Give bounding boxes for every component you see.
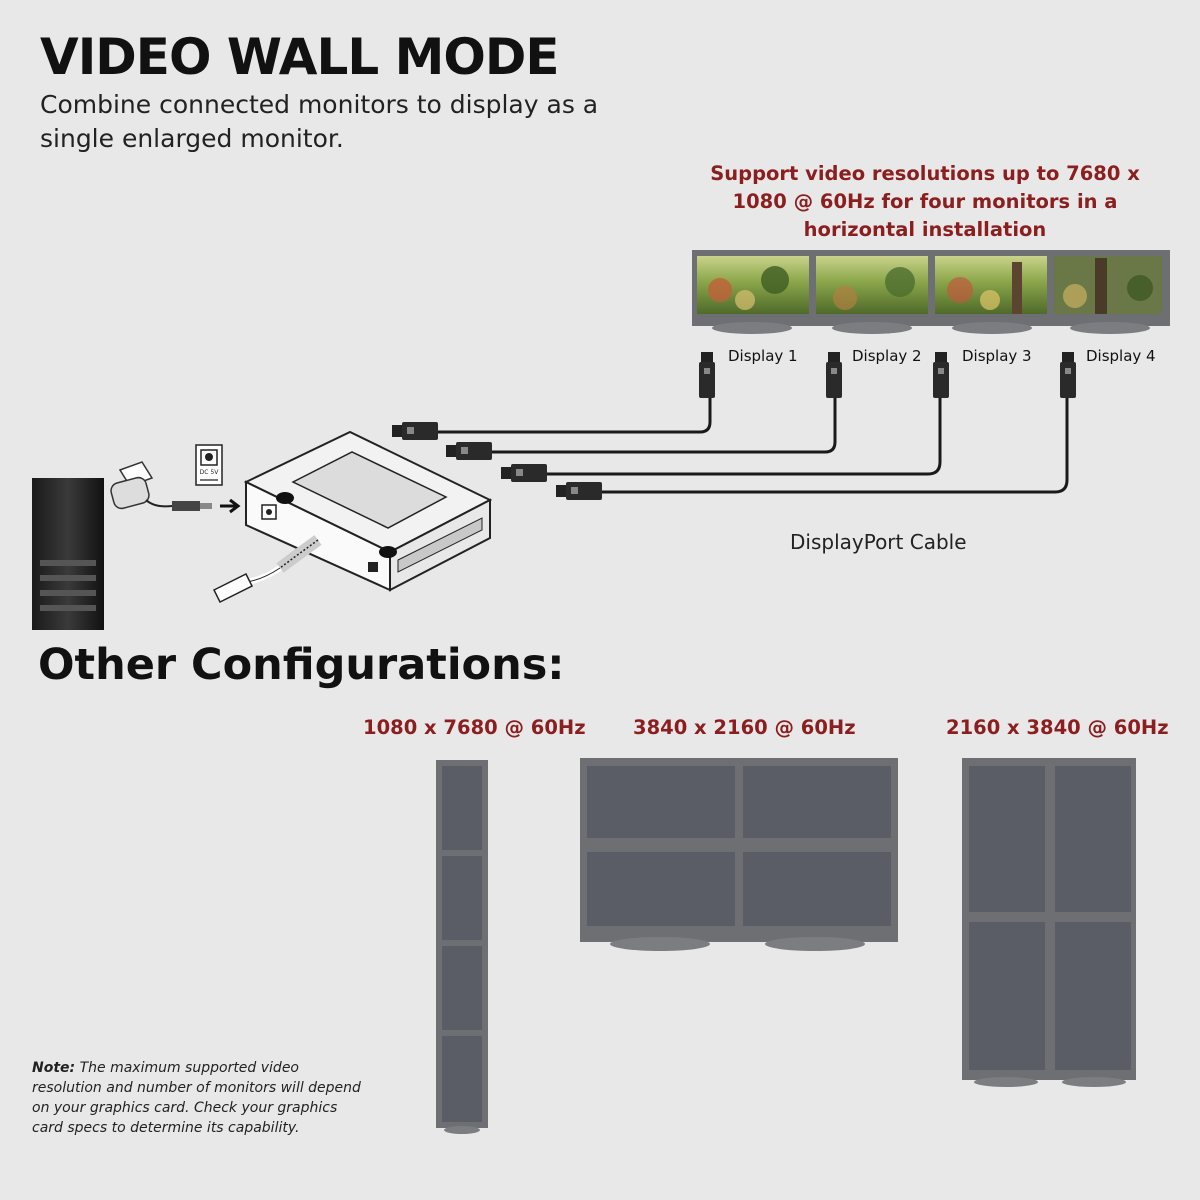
monitor-stands xyxy=(712,322,1150,334)
note-lead: Note: xyxy=(32,1060,76,1076)
monitor-2 xyxy=(816,256,928,314)
other-configurations-title: Other Configurations: xyxy=(38,640,565,690)
config-label-2x2: 3840 x 2160 @ 60Hz xyxy=(633,716,856,739)
dc-port-symbol-icon: DC 5V xyxy=(195,444,223,486)
video-wall-controller xyxy=(243,430,493,592)
display-1-connector xyxy=(699,352,715,398)
cable-2-plug xyxy=(446,442,492,460)
cable-label: DisplayPort Cable xyxy=(790,530,967,554)
display-3-connector xyxy=(933,352,949,398)
display-4-label: Display 4 xyxy=(1086,347,1156,365)
monitor-1 xyxy=(697,256,809,314)
support-resolution-text: Support video resolutions up to 7680 x 1… xyxy=(710,162,1140,241)
config-vertical-stack xyxy=(436,760,488,1134)
config-2x2-portrait xyxy=(962,758,1136,1087)
input-cable xyxy=(212,535,322,604)
display-2-label: Display 2 xyxy=(852,347,922,365)
config-label-vertical: 1080 x 7680 @ 60Hz xyxy=(363,716,586,739)
monitor-3 xyxy=(935,256,1047,314)
cable-4-plug xyxy=(556,482,602,500)
page-title: VIDEO WALL MODE xyxy=(40,28,560,86)
display-4-connector xyxy=(1060,352,1076,398)
note-body: The maximum supported video resolution a… xyxy=(32,1060,361,1136)
cable-3-plug xyxy=(501,464,547,482)
dc-port-label: DC 5V xyxy=(200,469,220,476)
config-2x2-landscape xyxy=(580,758,898,951)
monitor-wall-horizontal xyxy=(692,250,1170,334)
display-3-label: Display 3 xyxy=(962,347,1032,365)
display-2-connector xyxy=(826,352,842,398)
config-label-portrait-2x2: 2160 x 3840 @ 60Hz xyxy=(946,716,1169,739)
displayport-cables xyxy=(438,398,1069,494)
cable-1-plug xyxy=(392,422,438,440)
monitor-4 xyxy=(1054,256,1162,314)
monitor-wall-frame xyxy=(692,250,1170,326)
hub-side-connectors xyxy=(392,422,602,500)
display-1-label: Display 1 xyxy=(728,347,798,365)
computer-tower-icon xyxy=(32,478,104,630)
power-adapter-icon xyxy=(110,461,241,514)
note-text: Note: The maximum supported video resolu… xyxy=(32,1058,372,1138)
page-subtitle: Combine connected monitors to display as… xyxy=(40,90,599,153)
